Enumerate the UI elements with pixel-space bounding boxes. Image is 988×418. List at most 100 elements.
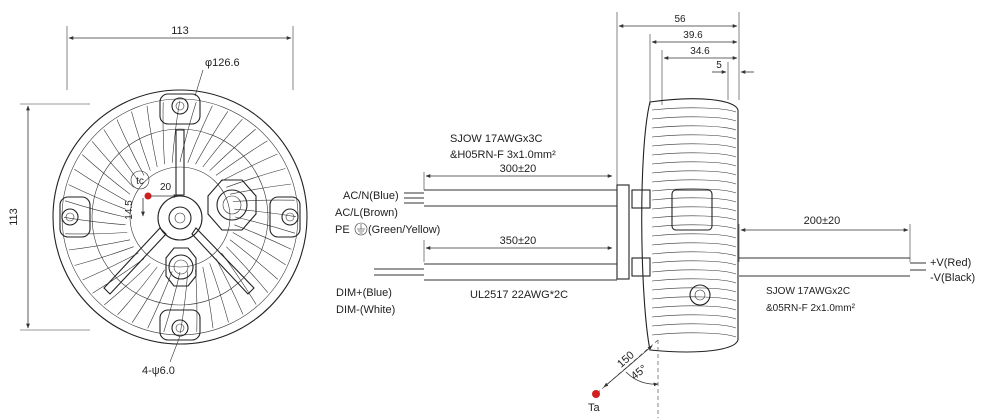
side-fin (651, 260, 737, 266)
fin (229, 239, 279, 280)
fin (92, 258, 145, 294)
mount-holes-label: 4-ψ6.0 (142, 365, 175, 377)
output-minus-label: -V(Black) (930, 272, 975, 284)
ac-cable-spec-1: SJOW 17AWGx3C (450, 133, 543, 145)
side-fin (651, 296, 737, 302)
cable-gland-output (165, 247, 197, 287)
side-dimension-39-6: 39.6 (683, 30, 703, 41)
fin (74, 168, 128, 202)
output-cable-length: 200±20 (804, 215, 841, 227)
housing-outline (52, 89, 308, 345)
side-fin (651, 143, 737, 149)
side-fin (651, 179, 737, 185)
tc-symbol (130, 170, 150, 190)
fin (65, 200, 126, 218)
dim-cable (374, 263, 617, 281)
side-fin (651, 332, 737, 338)
fin (131, 111, 151, 171)
fin (209, 263, 229, 323)
fin (226, 246, 269, 293)
side-fin (651, 161, 737, 167)
fin (74, 246, 134, 266)
side-fin (651, 206, 737, 212)
fin (65, 232, 128, 235)
ta-distance: 150 (615, 349, 637, 370)
dim-plus-label: DIM+(Blue) (336, 287, 392, 299)
side-fin (651, 134, 737, 140)
mount-lug-right (269, 196, 301, 238)
side-fin (651, 170, 737, 176)
fin (63, 217, 126, 226)
fin (221, 153, 278, 182)
fin (147, 271, 173, 329)
tc-vertical-offset: 14.5 (124, 200, 135, 220)
cable-gland-input (207, 179, 257, 231)
housing-side-profile (641, 98, 739, 353)
fin (162, 102, 165, 165)
fin (229, 183, 292, 195)
heatsink-fins-side (651, 107, 737, 338)
output-plus-label: +V(Red) (930, 257, 971, 269)
fin (234, 208, 297, 217)
side-fin (651, 224, 737, 230)
ac-n-label: AC/N(Blue) (343, 190, 399, 202)
ground-icon (354, 222, 368, 236)
fin (81, 154, 131, 195)
fin (202, 118, 243, 168)
fin (163, 271, 181, 332)
side-dimension-56: 56 (674, 14, 686, 25)
ta-label: Ta (588, 402, 601, 414)
fin (232, 232, 286, 266)
tc-horizontal-offset: 20 (160, 182, 172, 193)
pe-label-suffix: (Green/Yellow) (368, 224, 440, 236)
fin (195, 111, 229, 165)
tc-label: tc (136, 176, 144, 187)
side-fin (651, 215, 737, 221)
fin (202, 266, 214, 329)
fin (68, 239, 131, 251)
fin (215, 140, 268, 176)
side-fin (651, 251, 737, 257)
ac-cable-spec-2: &H05RN-F 3x1.0mm² (450, 149, 556, 161)
fin (226, 168, 286, 188)
fin (116, 119, 145, 176)
fin (179, 102, 197, 163)
fin (68, 184, 126, 210)
side-fin (651, 305, 737, 311)
mounting-plate (616, 184, 630, 280)
tc-point-marker (144, 192, 152, 200)
side-fin (651, 278, 737, 284)
fin (117, 266, 158, 316)
front-width-dimension: 113 (171, 25, 189, 37)
mount-lug-top (159, 93, 201, 125)
center-spokes (103, 129, 255, 295)
fin (221, 252, 257, 305)
fin (91, 141, 134, 188)
side-fin (651, 116, 737, 122)
ac-cable (404, 189, 617, 207)
side-fin (651, 152, 737, 158)
fin (232, 199, 295, 202)
side-fin (651, 242, 737, 248)
side-fin (651, 314, 737, 320)
fin (171, 100, 180, 163)
fin (234, 216, 295, 234)
front-height-dimension: 113 (8, 208, 20, 226)
fin (234, 224, 292, 250)
diameter-label: φ126.6 (205, 57, 240, 69)
output-cable-spec-1: SJOW 17AWGx2C (766, 286, 850, 297)
fin (209, 128, 256, 171)
ta-point-marker (592, 390, 600, 398)
fin (131, 269, 165, 323)
dim-minus-label: DIM-(White) (336, 304, 395, 316)
side-fin (651, 125, 737, 131)
side-fin (651, 269, 737, 275)
ta-angle: 45° (629, 363, 650, 383)
side-fin (651, 323, 737, 329)
fin (215, 258, 244, 315)
heatsink-fins (63, 100, 297, 334)
side-dimension-5: 5 (716, 60, 722, 71)
fin (82, 252, 139, 281)
dim-cable-spec: UL2517 22AWG*2C (470, 289, 568, 301)
